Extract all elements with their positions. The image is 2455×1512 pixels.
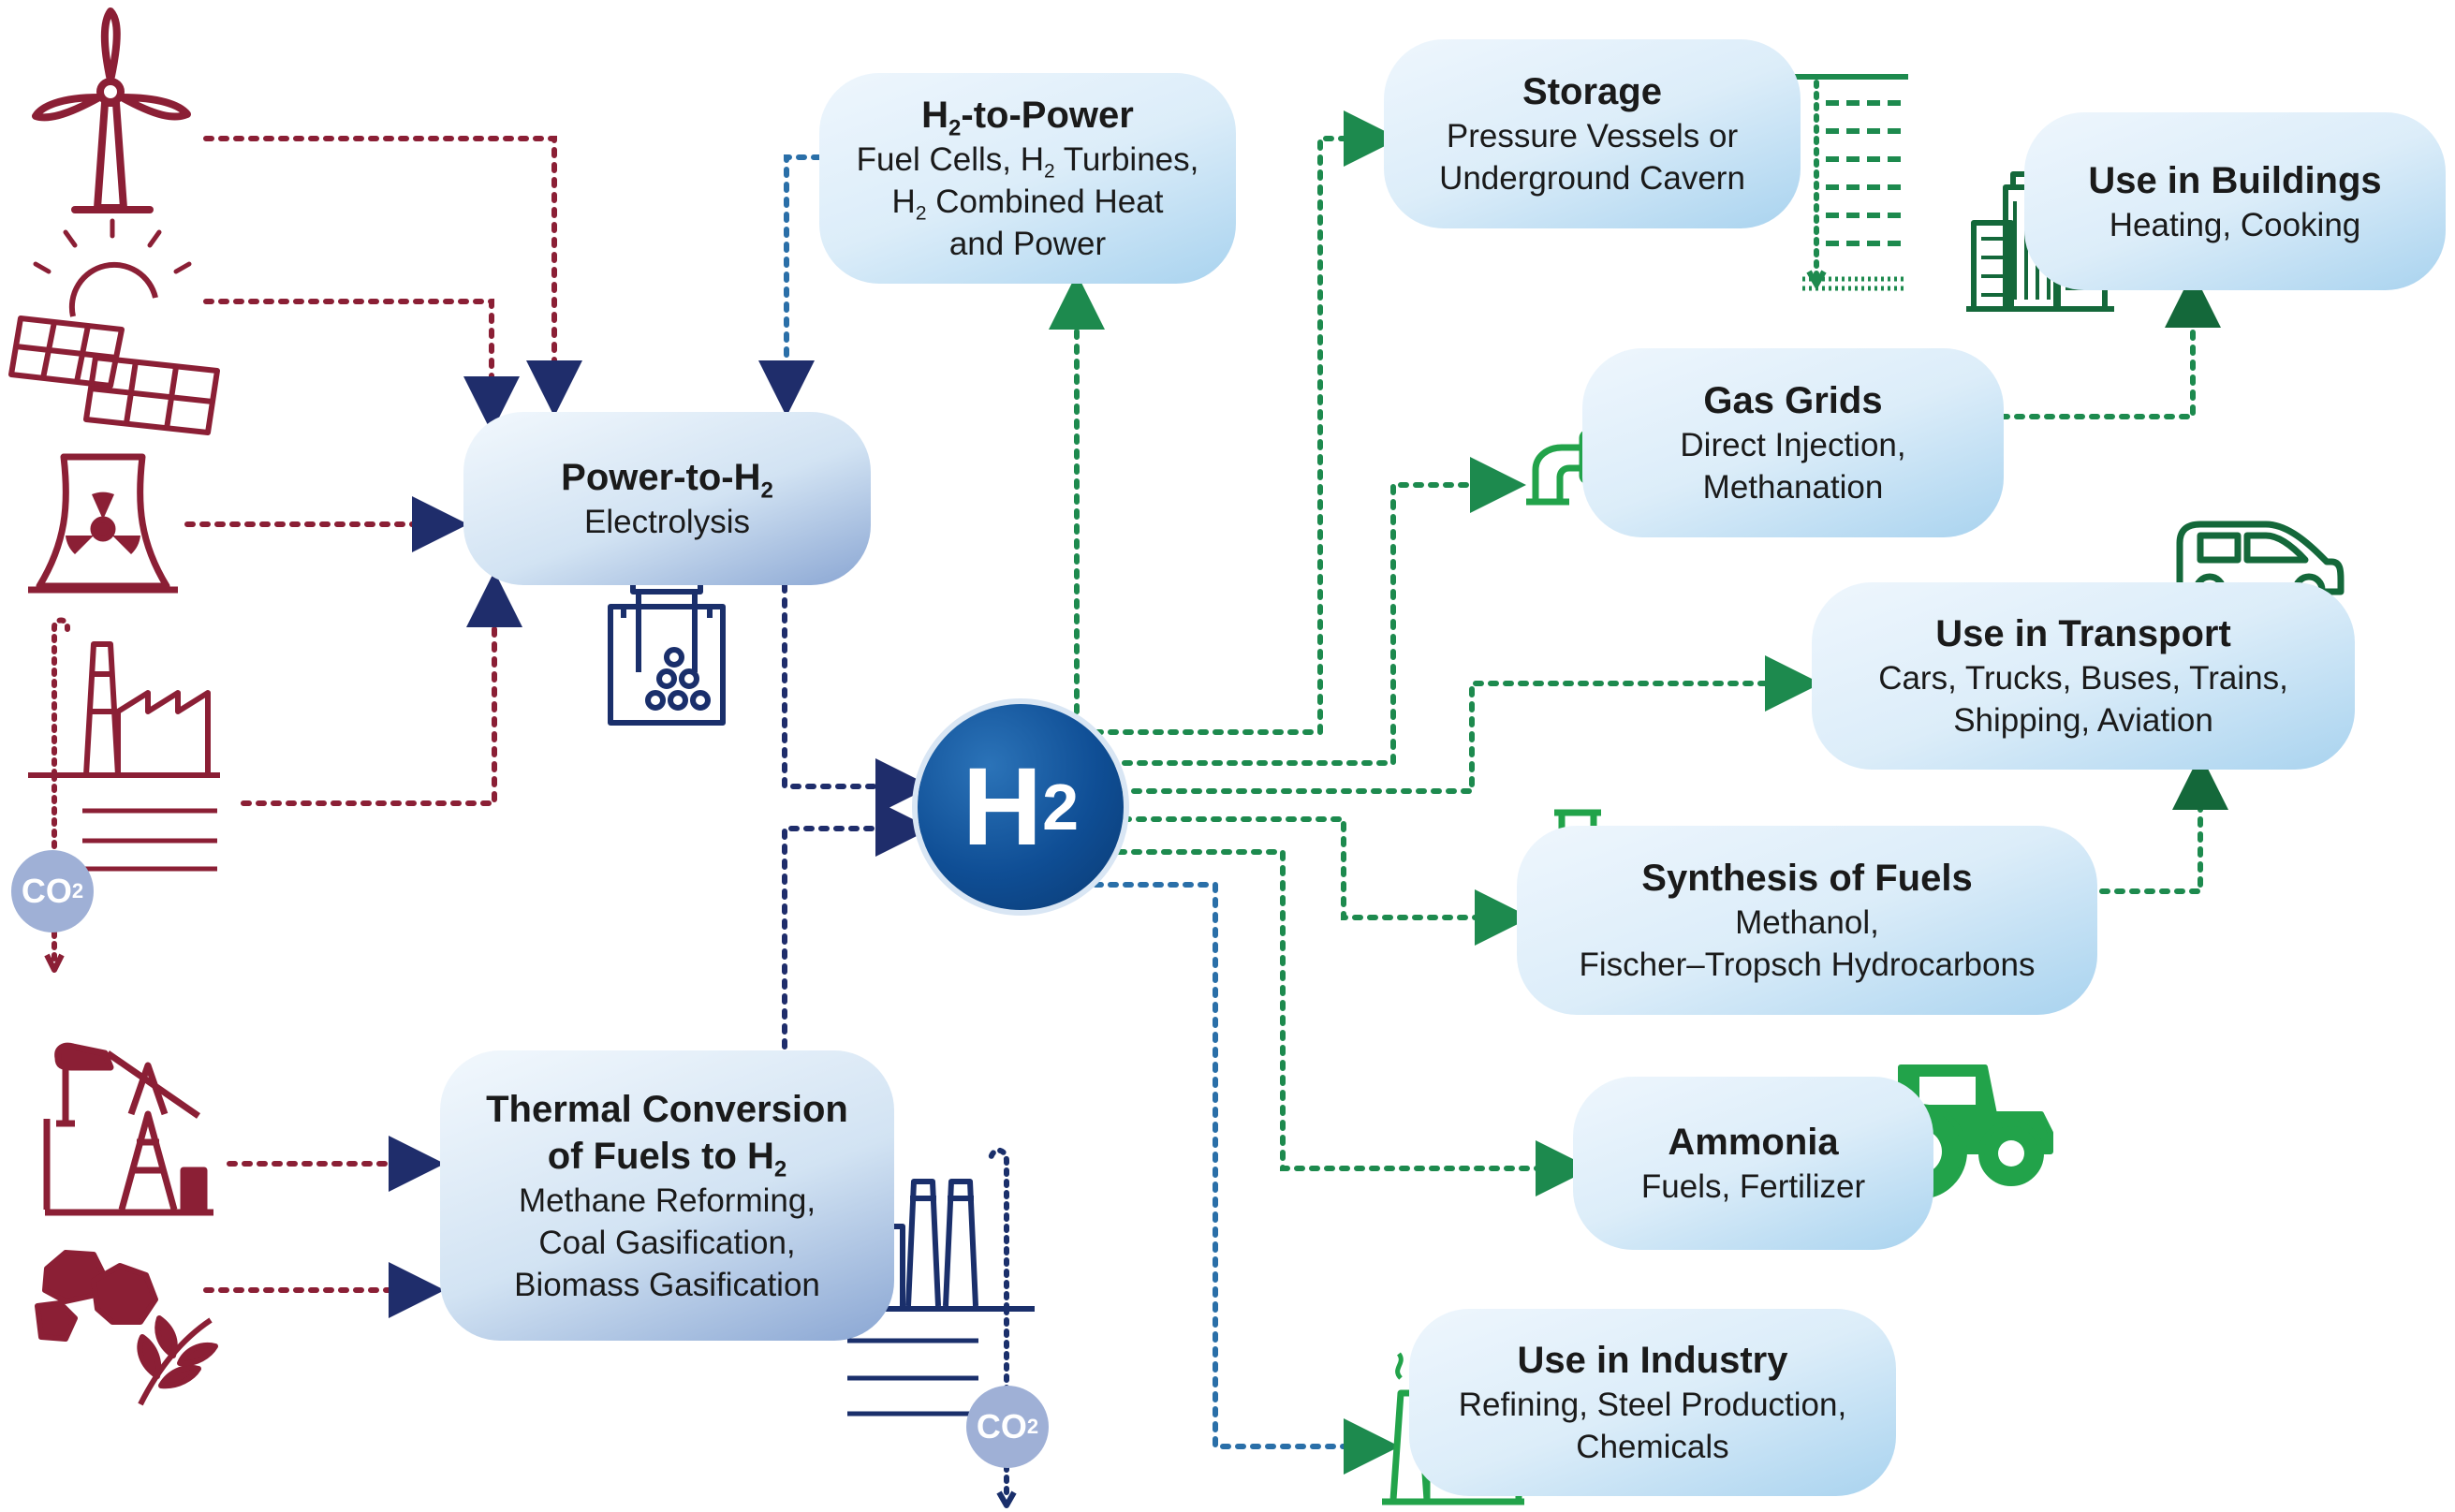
node-desc: Heating, Cooking	[2109, 206, 2361, 243]
output-arrows	[1049, 110, 2228, 1475]
node-title: Use in Transport	[1935, 613, 2231, 654]
node-desc-line1: Fuel Cells, H2 Turbines,	[856, 141, 1199, 183]
input-arrows	[184, 136, 932, 1318]
node-ammonia: Ammonia Fuels, Fertilizer	[1573, 1077, 1933, 1250]
node-use-in-buildings: Use in Buildings Heating, Cooking	[2024, 112, 2446, 290]
storage-tank-icon	[1760, 74, 1908, 291]
node-title: H2-to-Power	[921, 95, 1134, 141]
node-desc-line2: Methanation	[1702, 469, 1884, 506]
node-use-in-industry: Use in Industry Refining, Steel Producti…	[1409, 1309, 1896, 1496]
node-title: Power-to-H2	[561, 457, 773, 504]
solar-panel-icon	[8, 218, 220, 435]
oil-pump-icon	[43, 1042, 213, 1216]
node-desc: Electrolysis	[584, 504, 750, 540]
node-desc-line1: Methane Reforming,	[518, 1182, 816, 1219]
node-power-to-h2: Power-to-H2 Electrolysis	[463, 412, 871, 585]
node-desc-line2: Fischer–Tropsch Hydrocarbons	[1579, 947, 2036, 983]
nuclear-plant-icon	[28, 453, 178, 594]
node-desc-line1: Refining, Steel Production,	[1458, 1387, 1847, 1423]
node-desc-line2: Coal Gasification,	[538, 1224, 796, 1261]
node-desc: Fuels, Fertilizer	[1640, 1168, 1866, 1205]
electrolyzer-icon	[608, 570, 726, 726]
node-title-line1: Thermal Conversion	[486, 1088, 848, 1130]
node-title: Synthesis of Fuels	[1641, 858, 1973, 899]
node-title: Gas Grids	[1703, 380, 1883, 421]
node-desc-line3: and Power	[948, 226, 1107, 262]
node-synthesis-of-fuels: Synthesis of Fuels Methanol, Fischer–Tro…	[1517, 826, 2097, 1015]
node-title: Ammonia	[1668, 1122, 1839, 1163]
node-storage: Storage Pressure Vessels or Underground …	[1384, 39, 1801, 228]
node-desc-line1: Methanol,	[1735, 904, 1879, 941]
node-desc-line2: H2 Combined Heat	[891, 183, 1164, 225]
node-title-line2: of Fuels to H2	[547, 1135, 787, 1182]
node-use-in-transport: Use in Transport Cars, Trucks, Buses, Tr…	[1812, 582, 2355, 770]
node-desc-line3: Biomass Gasification	[514, 1266, 820, 1303]
node-desc-line1: Cars, Trucks, Buses, Trains,	[1878, 660, 2288, 697]
node-gas-grids: Gas Grids Direct Injection, Methanation	[1582, 348, 2004, 537]
wind-turbine-icon	[32, 7, 191, 213]
node-desc-line2: Underground Cavern	[1439, 160, 1745, 197]
node-desc-line1: Direct Injection,	[1680, 427, 1906, 463]
node-title: Use in Industry	[1517, 1340, 1788, 1381]
node-h2-to-power: H2-to-Power Fuel Cells, H2 Turbines, H2 …	[819, 73, 1236, 284]
node-desc-line2: Chemicals	[1576, 1429, 1729, 1465]
biomass-icon	[35, 1250, 218, 1406]
node-desc-line1: Pressure Vessels or	[1446, 118, 1739, 154]
node-thermal-conversion: Thermal Conversion of Fuels to H2 Methan…	[440, 1050, 894, 1341]
node-desc-line2: Shipping, Aviation	[1953, 702, 2213, 739]
node-title: Use in Buildings	[2088, 159, 2382, 201]
node-title: Storage	[1522, 71, 1662, 112]
